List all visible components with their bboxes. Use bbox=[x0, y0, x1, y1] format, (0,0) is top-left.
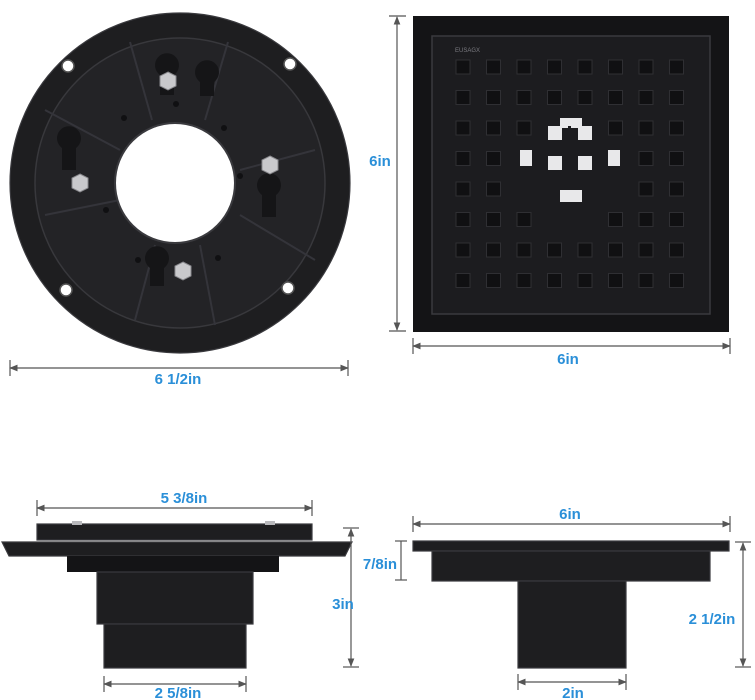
flange-height-label: 7/8in bbox=[363, 556, 397, 573]
square-side-total-height-label: 2 1/2in bbox=[689, 611, 736, 628]
grate-hole bbox=[638, 212, 654, 227]
square-side-outlet-width-dimension: 2in bbox=[517, 674, 627, 700]
round-top-width-label: 6 1/2in bbox=[155, 371, 202, 388]
grate-hole bbox=[455, 120, 471, 136]
square-drain-side-view bbox=[412, 540, 730, 669]
grate-hole bbox=[669, 212, 684, 227]
square-side-outlet-width-label: 2in bbox=[562, 685, 584, 700]
grate-hole bbox=[608, 242, 623, 258]
round-side-body-height-dimension: 3in bbox=[332, 527, 359, 668]
grate-hole bbox=[669, 181, 684, 197]
grate-hole bbox=[669, 273, 684, 288]
grate-hole bbox=[669, 59, 684, 75]
grate-hole bbox=[669, 242, 684, 258]
square-top-height-dimension: 6in bbox=[369, 15, 406, 332]
grate-hole bbox=[455, 212, 471, 227]
grate-hole bbox=[516, 90, 532, 105]
grate-hole bbox=[516, 273, 532, 288]
grate-hole bbox=[577, 242, 593, 258]
grate-hole bbox=[608, 120, 623, 136]
grate-hole bbox=[638, 242, 654, 258]
grate-hole bbox=[516, 212, 532, 227]
grate-hole bbox=[455, 181, 471, 197]
grate-hole bbox=[638, 90, 654, 105]
grate-hole bbox=[638, 151, 654, 166]
brand-mark-text: EUSAGX bbox=[455, 48, 480, 54]
grate-hole bbox=[669, 151, 684, 166]
grate-hole bbox=[577, 273, 593, 288]
grate-hole bbox=[547, 242, 562, 258]
grate-hole bbox=[608, 90, 623, 105]
grate-hole bbox=[516, 120, 532, 136]
square-top-width-dimension: 6in bbox=[412, 338, 731, 368]
square-side-top-width-label: 6in bbox=[559, 506, 581, 523]
grate-hole bbox=[455, 273, 471, 288]
round-top-width-dimension: 6 1/2in bbox=[9, 360, 349, 388]
grate-hole bbox=[669, 90, 684, 105]
grate-hole bbox=[547, 59, 562, 75]
grate-hole bbox=[486, 212, 501, 227]
round-side-body-height-label: 3in bbox=[332, 596, 354, 613]
grate-hole bbox=[486, 151, 501, 166]
grate-hole bbox=[608, 59, 623, 75]
grate-hole bbox=[608, 212, 623, 227]
square-side-top-width-dimension: 6in bbox=[412, 506, 731, 532]
grate-hole bbox=[455, 59, 471, 75]
grate-hole bbox=[486, 242, 501, 258]
grate-hole bbox=[638, 273, 654, 288]
grate-hole bbox=[669, 120, 684, 136]
grate-hole bbox=[486, 181, 501, 197]
flange-height-dimension: 7/8in bbox=[363, 540, 407, 581]
grate-hole-grid bbox=[455, 59, 684, 288]
round-side-outlet-width-label: 2 5/8in bbox=[155, 685, 202, 700]
grate-hole bbox=[486, 120, 501, 136]
grate-hole bbox=[577, 59, 593, 75]
square-top-height-label: 6in bbox=[369, 153, 391, 170]
grate-hole bbox=[486, 59, 501, 75]
grate-hole bbox=[638, 181, 654, 197]
round-drain-side-view bbox=[1, 521, 353, 669]
round-flange-top-view bbox=[9, 12, 351, 354]
square-side-total-height-dimension: 2 1/2in bbox=[689, 541, 751, 668]
grate-hole bbox=[547, 90, 562, 105]
round-side-outlet-width-dimension: 2 5/8in bbox=[103, 676, 247, 700]
center-drain-opening bbox=[520, 118, 620, 202]
square-grate-top-view: EUSAGX bbox=[413, 16, 729, 332]
round-side-top-width-dimension: 5 3/8in bbox=[36, 490, 313, 516]
grate-hole bbox=[547, 273, 562, 288]
grate-hole bbox=[608, 273, 623, 288]
grate-hole bbox=[516, 59, 532, 75]
grate-hole bbox=[455, 90, 471, 105]
grate-hole bbox=[486, 90, 501, 105]
grate-hole bbox=[455, 151, 471, 166]
grate-hole bbox=[638, 59, 654, 75]
grate-hole bbox=[455, 242, 471, 258]
grate-hole bbox=[577, 90, 593, 105]
grate-hole bbox=[486, 273, 501, 288]
grate-hole bbox=[638, 120, 654, 136]
round-side-top-width-label: 5 3/8in bbox=[161, 490, 208, 507]
square-top-width-label: 6in bbox=[557, 351, 579, 368]
grate-hole bbox=[516, 242, 532, 258]
